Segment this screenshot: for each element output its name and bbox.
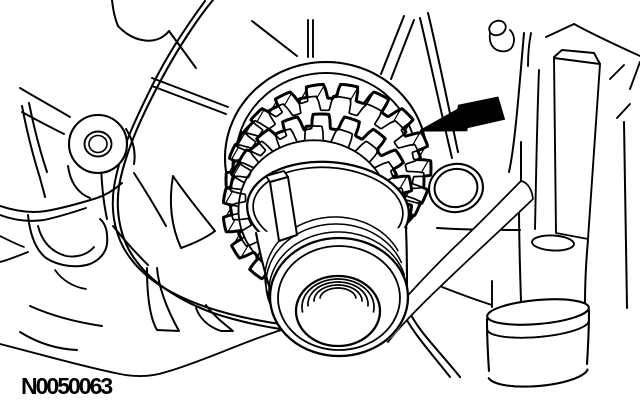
svg-text:N0050063: N0050063: [21, 373, 112, 399]
